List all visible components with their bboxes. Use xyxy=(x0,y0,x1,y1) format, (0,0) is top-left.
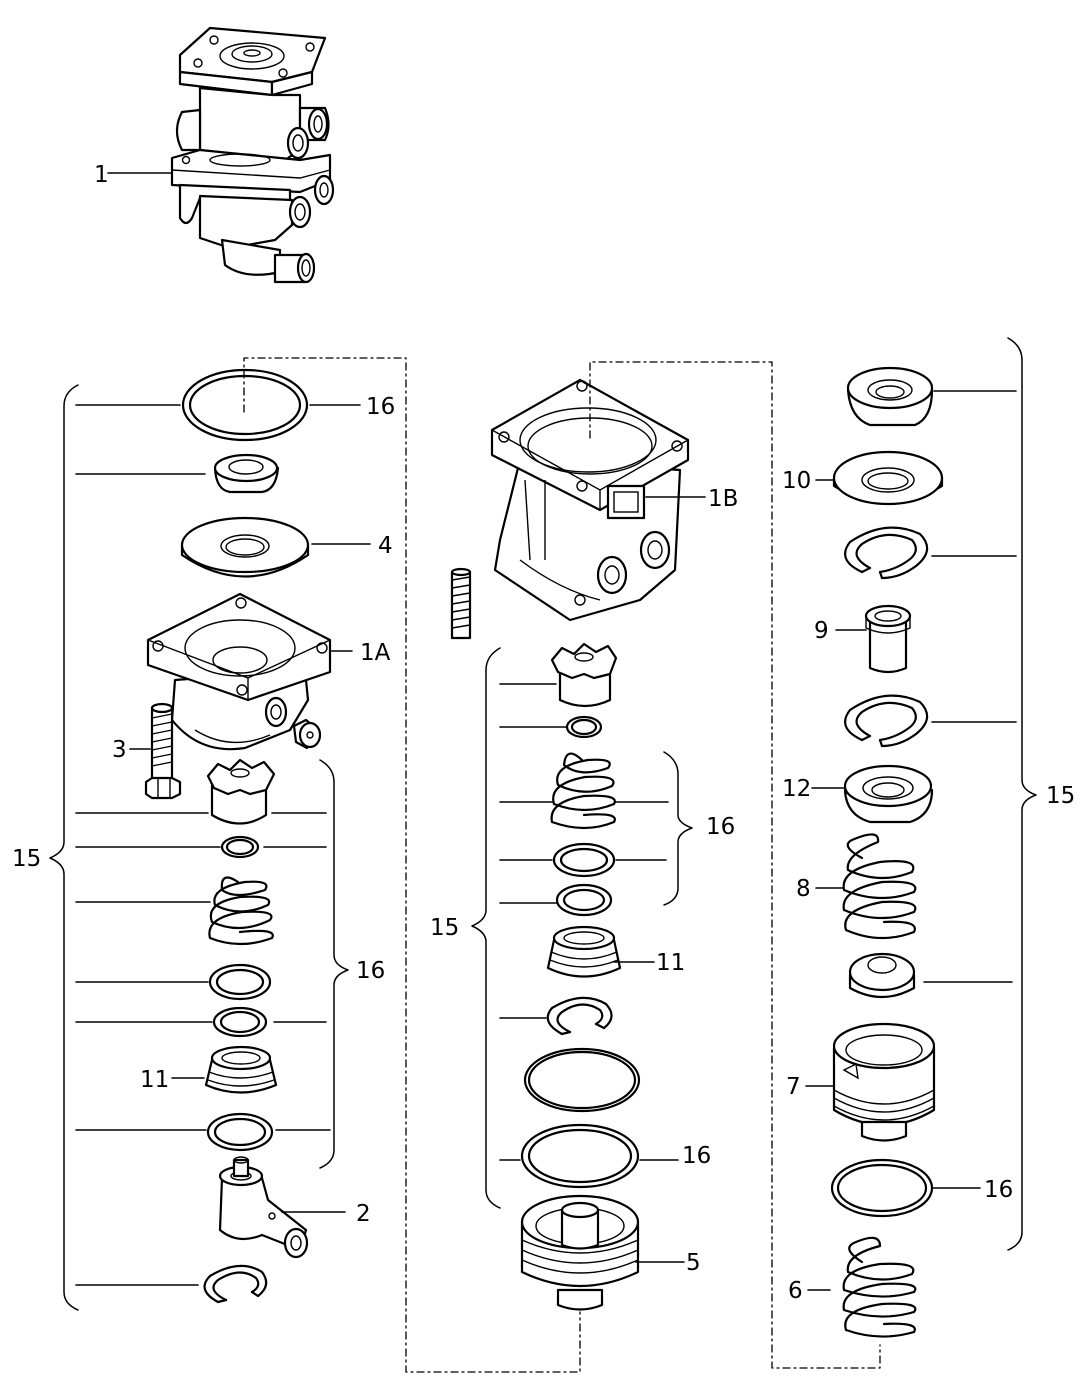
brace-left-15 xyxy=(49,384,79,1311)
valve-assembly-part-1 xyxy=(170,26,335,284)
o-ring-large-left xyxy=(181,368,309,442)
callout-1: 1 xyxy=(94,162,109,188)
o-ring-small-left-1 xyxy=(220,835,260,859)
callout-5: 5 xyxy=(686,1250,701,1276)
brace-left-16 xyxy=(319,759,349,1169)
housing-cover-part-1a xyxy=(146,592,332,751)
cup-seal-part-12 xyxy=(843,764,934,824)
callout-16-mid-ring: 16 xyxy=(682,1143,711,1169)
callout-16-right-ring: 16 xyxy=(984,1177,1013,1203)
o-ring-middle-2 xyxy=(552,842,616,878)
leader-lines xyxy=(75,172,1017,1291)
brace-middle-16 xyxy=(663,751,693,906)
threaded-stud xyxy=(450,567,472,640)
callout-3: 3 xyxy=(112,737,127,763)
cup-right-lower xyxy=(848,952,916,998)
sleeve-part-7 xyxy=(832,1022,936,1142)
star-nut-left xyxy=(206,758,276,825)
callout-10: 10 xyxy=(782,468,811,494)
thin-ring-middle xyxy=(523,1047,641,1113)
plug-small xyxy=(292,718,322,750)
snap-ring-left xyxy=(203,1264,268,1304)
callout-1b: 1B xyxy=(708,486,738,512)
o-ring-right-item-16 xyxy=(830,1158,934,1218)
snap-ring-right-2 xyxy=(844,694,929,748)
cup-seal-small-left xyxy=(213,453,280,494)
callout-6: 6 xyxy=(788,1278,803,1304)
spring-part-6 xyxy=(842,1236,917,1338)
housing-part-1b xyxy=(490,378,690,622)
star-nut-middle xyxy=(550,642,618,708)
spring-part-8 xyxy=(842,833,917,940)
brace-middle-15 xyxy=(471,647,501,1209)
o-ring-left-3 xyxy=(212,1006,268,1038)
callout-11-left: 11 xyxy=(140,1067,169,1093)
callout-15-left: 15 xyxy=(12,846,41,872)
spring-middle xyxy=(550,752,616,830)
o-ring-small-middle-1 xyxy=(565,715,603,739)
callout-labels: 1 16 4 1A 3 15 16 11 2 1B 16 15 11 16 5 … xyxy=(12,162,1075,1304)
callout-15-right: 15 xyxy=(1046,783,1075,809)
o-ring-middle-item-16 xyxy=(520,1123,640,1189)
callout-1a: 1A xyxy=(360,640,391,666)
callout-16-top-ring: 16 xyxy=(366,394,395,420)
bushing-part-9 xyxy=(864,604,912,674)
conical-bushing-part-11-left xyxy=(204,1045,278,1094)
o-ring-left-4 xyxy=(206,1112,274,1152)
callout-11-mid: 11 xyxy=(656,950,685,976)
bolt-part-3 xyxy=(144,702,182,800)
spring-left xyxy=(208,876,274,946)
conical-bushing-part-11-middle xyxy=(546,925,622,978)
snap-ring-right-1 xyxy=(844,526,929,580)
callout-15-mid: 15 xyxy=(430,915,459,941)
callout-8: 8 xyxy=(796,876,811,902)
brace-right-15 xyxy=(1007,337,1037,1251)
o-ring-middle-3 xyxy=(555,883,613,917)
top-cap-right xyxy=(846,366,934,427)
snap-ring-middle xyxy=(546,996,613,1036)
elbow-fitting-part-2 xyxy=(218,1156,309,1259)
callout-4: 4 xyxy=(378,533,393,559)
o-ring-left-2 xyxy=(208,963,272,1001)
callout-9: 9 xyxy=(814,618,829,644)
callout-16-left-group: 16 xyxy=(356,958,385,984)
washer-part-10 xyxy=(832,450,944,506)
piston-part-5 xyxy=(520,1194,640,1311)
callout-12: 12 xyxy=(782,776,811,802)
callout-16-mid-group: 16 xyxy=(706,814,735,840)
callout-2: 2 xyxy=(356,1201,371,1227)
assembly-dash-lines xyxy=(243,357,881,1373)
callout-7: 7 xyxy=(786,1074,801,1100)
diaphragm-washer-part-4 xyxy=(180,516,310,578)
